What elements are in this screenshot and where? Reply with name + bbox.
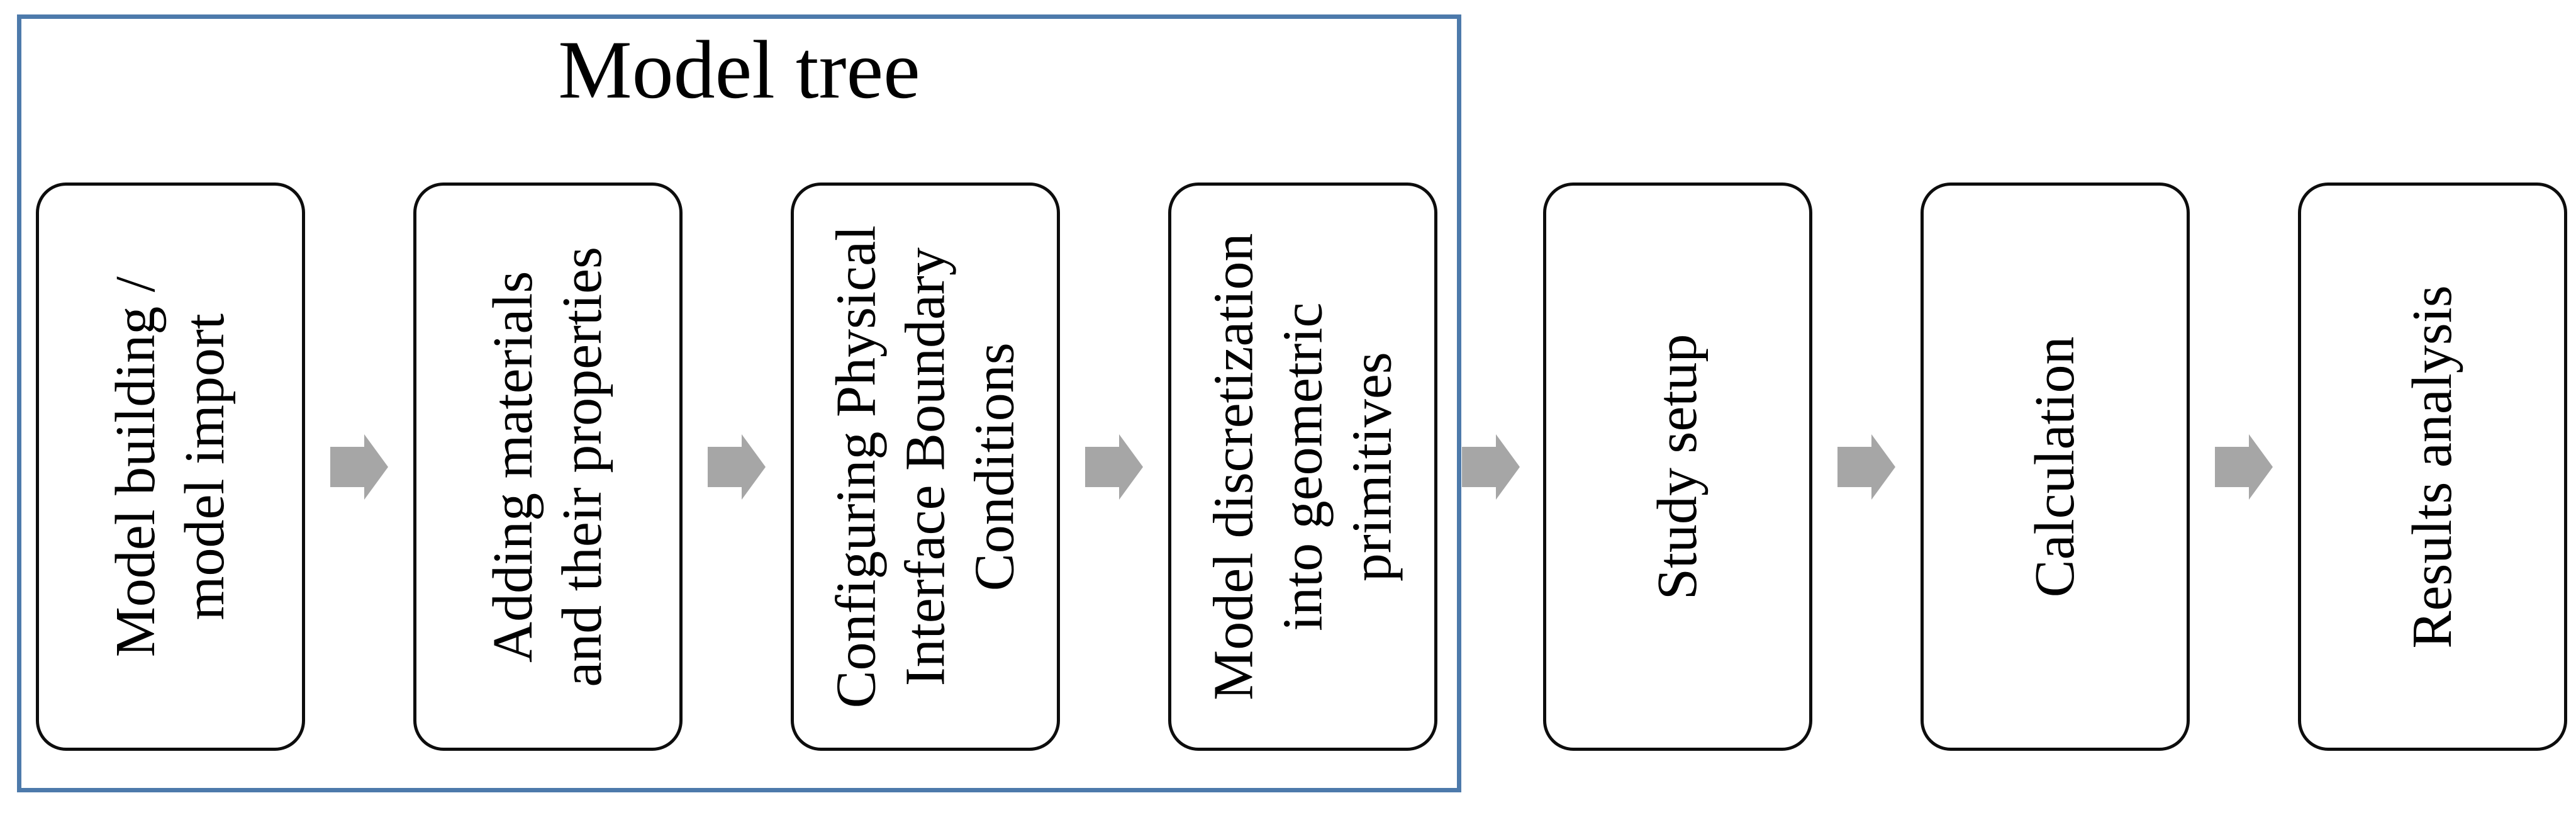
arrow-head <box>1119 434 1143 500</box>
step-box-results-analysis: Results analysis <box>2298 183 2567 751</box>
arrow-head <box>2249 434 2273 500</box>
arrow-body <box>2215 447 2249 487</box>
step-label: Study setup <box>1646 334 1709 600</box>
arrow-body <box>708 447 742 487</box>
step-box-study-setup: Study setup <box>1543 183 1812 751</box>
model-tree-group-outline <box>17 14 1461 792</box>
step-label: Calculation <box>2024 336 2087 597</box>
arrow-head <box>364 434 388 500</box>
arrow-head <box>1496 434 1520 500</box>
step-label: Adding materials and their properties <box>482 246 613 687</box>
step-box-calculation: Calculation <box>1921 183 2190 751</box>
arrow-body <box>330 447 364 487</box>
arrow-body <box>1837 447 1871 487</box>
arrow-head <box>742 434 766 500</box>
step-box-boundary-conditions: Configuring Physical Interface Boundary … <box>791 183 1060 751</box>
step-box-adding-materials: Adding materials and their properties <box>413 183 683 751</box>
right-block-arrow-icon <box>1462 434 1520 500</box>
step-box-model-discretization: Model discretization into geometric prim… <box>1168 183 1437 751</box>
step-label: Configuring Physical Interface Boundary … <box>825 225 1025 709</box>
right-block-arrow-icon <box>1085 434 1143 500</box>
right-block-arrow-icon <box>708 434 766 500</box>
right-block-arrow-icon <box>330 434 388 500</box>
right-block-arrow-icon <box>2215 434 2273 500</box>
step-box-model-building: Model building / model import <box>36 183 305 751</box>
step-label: Results analysis <box>2401 284 2464 649</box>
arrow-body <box>1462 447 1496 487</box>
arrow-head <box>1871 434 1895 500</box>
right-block-arrow-icon <box>1837 434 1895 500</box>
step-label: Model building / model import <box>104 276 236 657</box>
step-label: Model discretization into geometric prim… <box>1202 233 1403 700</box>
arrow-body <box>1085 447 1119 487</box>
model-tree-group-title: Model tree <box>558 23 920 116</box>
